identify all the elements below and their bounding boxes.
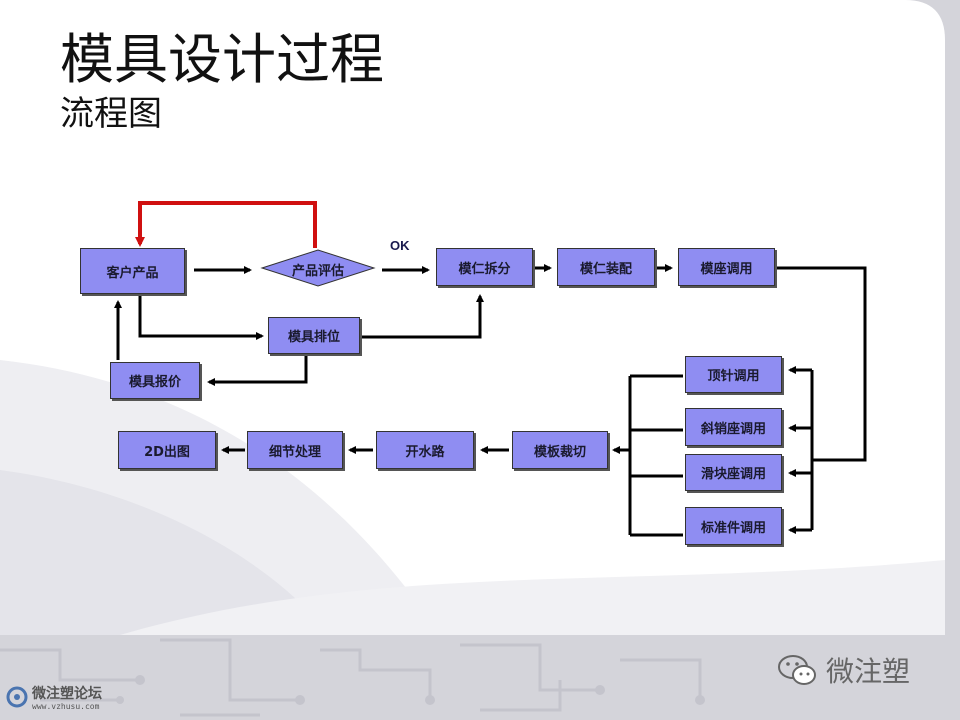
node-water-channel: 开水路 — [376, 431, 474, 469]
node-core-split: 模仁拆分 — [436, 248, 533, 286]
node-mold-layout: 模具排位 — [268, 317, 360, 354]
watermark-forum-url: www.vzhusu.com — [32, 702, 100, 711]
slide-subtitle: 流程图 — [60, 94, 162, 134]
circuit-pattern — [0, 638, 702, 717]
product-evaluation-label: 产品评估 — [291, 264, 344, 279]
line-base-to-bus — [775, 266, 867, 462]
node-core-assembly: 模仁装配 — [557, 248, 655, 286]
node-customer-product: 客户产品 — [80, 248, 185, 294]
watermark-right: 微注塑 — [778, 650, 910, 690]
slide-title: 模具设计过程 — [60, 28, 384, 91]
node-standard-parts-call: 标准件调用 — [685, 507, 782, 545]
arrow-layout-to-quote — [207, 355, 308, 386]
node-ejector-pin-call: 顶针调用 — [685, 356, 782, 393]
watermark-left: 微注塑论坛 www.vzhusu.com — [6, 686, 102, 712]
node-mold-base-call: 模座调用 — [678, 248, 775, 286]
node-detail-processing: 细节处理 — [247, 431, 343, 469]
node-slider-seat-call: 滑块座调用 — [685, 454, 782, 491]
feedback-arrow-eval-to-customer — [135, 201, 317, 248]
arrow-customer-to-layout — [138, 296, 264, 340]
node-plate-cut: 模板裁切 — [512, 431, 608, 469]
watermark-forum-name: 微注塑论坛 — [32, 686, 102, 702]
node-2d-drawing: 2D出图 — [118, 431, 216, 469]
forum-logo-icon — [6, 686, 28, 708]
product-evaluation-diamond — [260, 249, 376, 287]
wechat-icon — [778, 655, 816, 685]
watermark-brand: 微注塑 — [826, 655, 911, 688]
arrow-layout-to-split — [360, 294, 484, 339]
node-lifter-seat-call: 斜销座调用 — [685, 408, 782, 446]
node-mold-quote: 模具报价 — [110, 362, 200, 399]
ok-label: OK — [390, 238, 410, 253]
